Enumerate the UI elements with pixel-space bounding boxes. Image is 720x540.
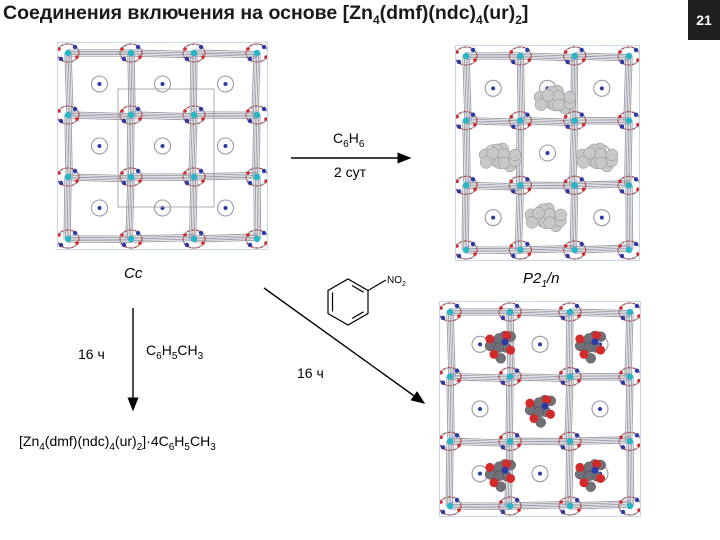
space-group-p21n-label: P21/n [523,270,560,290]
time-16h-label-left: 16 ч [78,346,105,362]
time-2-days-label: 2 сут [334,164,367,180]
arrow-diagonal [263,287,426,404]
crystal-packing-image [454,46,641,260]
nitro-group-label: NO2 [387,275,406,288]
nitrobenzene-structure-icon [327,278,387,326]
slide-number: 21 [688,0,720,40]
space-group-cc-label: Cc [124,265,143,282]
time-16h-label-diagonal: 16 ч [297,365,324,381]
framework-structure-nitrobenzene-inclusion [438,301,642,517]
page-title: Соединения включения на основе [Zn4(dmf)… [3,2,529,27]
crystal-packing-image [56,43,269,249]
framework-structure-cc [56,42,269,250]
toluene-inclusion-formula: [Zn4(dmf)(ndc)4(ur)2]·4C6H5CH3 [19,433,216,453]
reagent-benzene-label: C6H6 [333,130,365,150]
reagent-toluene-label: C6H5CH3 [146,342,204,362]
crystal-packing-image [438,302,642,516]
framework-structure-benzene-inclusion [454,45,641,261]
